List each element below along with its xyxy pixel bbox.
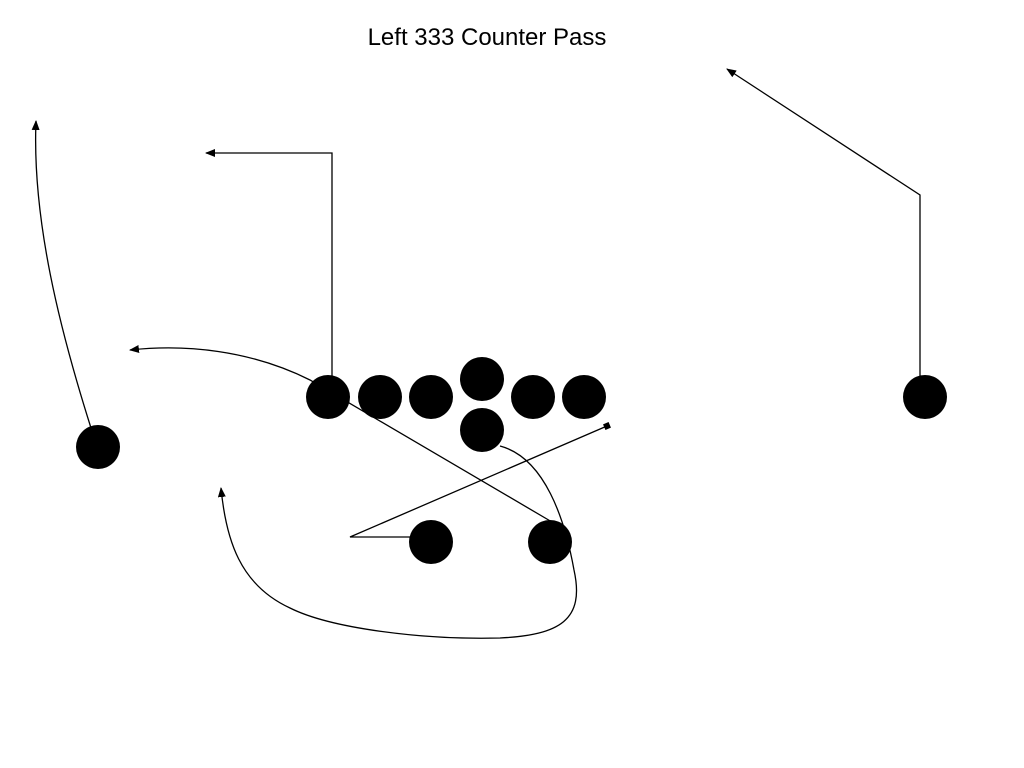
player-halfback (528, 520, 572, 564)
player-split-end (76, 425, 120, 469)
player-quarterback (460, 408, 504, 452)
player-right-tackle (562, 375, 606, 419)
route-flanker-post (726, 68, 921, 378)
player-center (460, 357, 504, 401)
player-tight-end (306, 375, 350, 419)
route-quarterback-swing (217, 445, 578, 639)
route-fullback-fake (349, 422, 611, 538)
route-tight-end-out (205, 149, 333, 378)
route-split-end-streak (31, 120, 92, 429)
player-left-guard (409, 375, 453, 419)
route-halfback-counter (129, 345, 553, 523)
player-right-guard (511, 375, 555, 419)
player-flanker (903, 375, 947, 419)
player-left-tackle (358, 375, 402, 419)
player-fullback (409, 520, 453, 564)
play-title: Left 333 Counter Pass (367, 24, 607, 51)
